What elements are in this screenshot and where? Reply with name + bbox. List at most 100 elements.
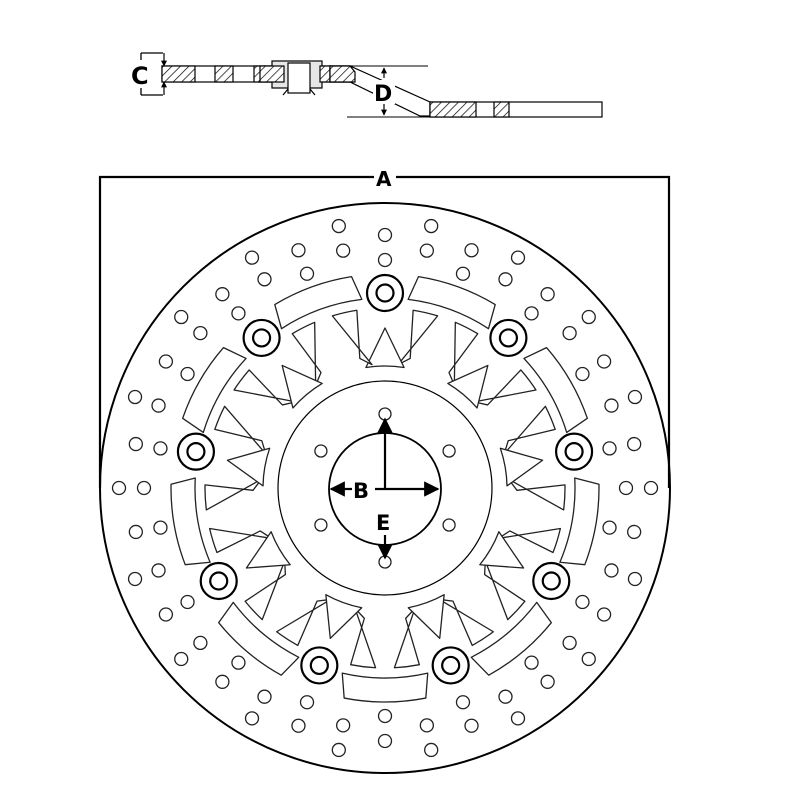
vent-hole	[424, 218, 439, 234]
carrier-window	[448, 321, 479, 386]
carrier-outer-pad	[470, 601, 552, 676]
label-d: D	[374, 82, 392, 107]
brake-disc-front-view: B E	[99, 202, 671, 774]
vent-hole	[419, 718, 434, 733]
vent-hole	[464, 243, 479, 258]
carrier-window	[214, 405, 267, 455]
carrier-window	[233, 369, 297, 406]
carrier-outer-pad	[170, 477, 211, 566]
vent-hole	[336, 718, 351, 733]
vent-hole	[111, 480, 127, 496]
vent-hole	[180, 366, 195, 382]
carrier-window	[276, 598, 332, 647]
bolt-hole	[442, 518, 456, 532]
vent-hole	[510, 250, 526, 265]
vent-hole	[510, 711, 526, 726]
vent-hole	[244, 250, 260, 265]
vent-hole	[604, 398, 619, 413]
carrier-window	[497, 527, 562, 554]
vent-hole	[331, 742, 346, 758]
rivet-inner	[309, 655, 329, 676]
carrier-window	[350, 607, 377, 669]
rivet-inner	[498, 328, 519, 348]
bolt-hole	[314, 518, 328, 532]
vent-hole	[336, 243, 351, 258]
vent-hole	[524, 306, 539, 321]
vent-hole	[153, 441, 168, 456]
vent-hole	[158, 354, 174, 369]
vent-hole	[180, 594, 195, 610]
rivet-inner	[375, 283, 395, 303]
vent-hole	[581, 651, 596, 667]
vent-hole	[540, 674, 555, 689]
carrier-triangle-window	[365, 327, 405, 369]
vent-hole	[244, 711, 260, 726]
carrier-triangle-window	[226, 447, 271, 487]
label-a: A	[376, 167, 392, 191]
vent-hole	[257, 689, 272, 704]
vent-hole	[299, 695, 315, 710]
hatch-segment	[429, 101, 477, 118]
carrier-window	[208, 527, 273, 554]
floating-rivets	[176, 273, 594, 685]
rivet-inner	[541, 571, 561, 591]
vent-hole	[581, 309, 596, 325]
vent-hole	[153, 520, 168, 535]
carrier-window	[244, 560, 287, 621]
vent-hole	[455, 695, 471, 710]
rivet-inner	[441, 655, 461, 676]
vent-hole	[291, 718, 306, 733]
vent-hole	[627, 436, 642, 452]
vent-hole	[128, 524, 143, 540]
vent-hole	[127, 389, 143, 405]
rivet-inner	[186, 442, 206, 462]
bolt-hole	[442, 444, 456, 458]
vent-hole	[627, 389, 643, 405]
vent-hole	[602, 441, 617, 456]
carrier-window	[483, 560, 526, 621]
carrier-triangle-window	[499, 447, 544, 487]
carrier-triangle-window	[325, 594, 363, 640]
carrier-window	[393, 607, 420, 669]
carrier-triangle-window	[245, 531, 291, 569]
carrier-window	[438, 598, 494, 647]
bolt-hole	[314, 444, 328, 458]
vent-hole	[377, 733, 393, 749]
vent-hole	[524, 655, 539, 670]
vent-hole	[127, 571, 143, 587]
vent-hole	[331, 218, 346, 234]
vent-hole	[215, 674, 230, 689]
vent-hole	[498, 689, 513, 704]
rivet-inner	[251, 328, 272, 348]
dimension-a: A	[98, 167, 671, 488]
vent-hole	[377, 227, 393, 243]
label-c: C	[131, 62, 149, 90]
vent-hole	[377, 708, 393, 724]
disc-outer-edge	[99, 202, 671, 774]
side-profile-section: C D	[131, 52, 603, 118]
vent-hole	[562, 325, 577, 341]
vent-hole	[596, 607, 612, 622]
vent-hole	[136, 480, 152, 496]
dimension-c-bracket	[140, 52, 163, 96]
vent-hole	[643, 480, 659, 496]
vent-hole	[193, 635, 208, 651]
hatch-segment	[493, 101, 510, 118]
bolt-hole	[378, 407, 392, 421]
vent-hole	[424, 742, 439, 758]
rivet-section	[259, 60, 331, 96]
vent-hole	[455, 266, 471, 281]
carrier-outer-pad	[341, 672, 429, 703]
carrier-window	[204, 478, 262, 511]
vent-hole	[193, 325, 208, 341]
vent-hole	[231, 306, 246, 321]
carrier-window	[291, 321, 322, 386]
vent-hole	[158, 607, 174, 622]
vent-hole	[562, 635, 577, 651]
vent-hole	[498, 272, 513, 287]
carrier-triangle-window	[407, 594, 445, 640]
hatch-segment	[161, 65, 196, 83]
carrier-window	[503, 405, 556, 455]
rivet-inner	[564, 442, 584, 462]
vent-hole	[596, 354, 612, 369]
